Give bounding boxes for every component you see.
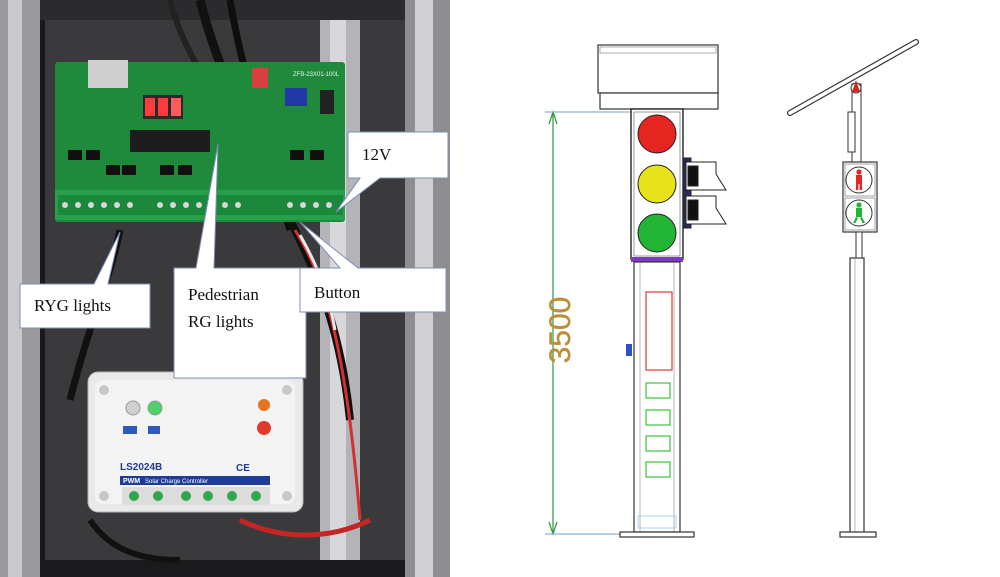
pole-base (619, 531, 695, 538)
callout-pedestrian-line1: Pedestrian (188, 285, 259, 304)
callout-button: Button (299, 221, 447, 313)
main-pole (619, 261, 695, 538)
controller-subtitle: Solar Charge Controller (145, 479, 208, 485)
controller-cabinet-photo: ZFB-23X01-100L LS2024B CE PWM Solar Char… (0, 0, 450, 577)
status-led-green (147, 400, 163, 416)
side-view-pole (787, 39, 919, 538)
callout-button-text: Button (314, 283, 361, 302)
battery-icon (148, 426, 160, 434)
red-light (637, 114, 677, 154)
pole-button (626, 344, 632, 356)
module-chip (88, 60, 128, 88)
board-label: ZFB-23X01-100L (293, 72, 340, 78)
controller-model: LS2024B (120, 462, 162, 473)
controller-terminals (122, 487, 270, 505)
pedestrian-red-figure (856, 169, 862, 190)
capacitor (285, 88, 307, 106)
callout-12v-text: 12V (362, 145, 392, 164)
status-led-orange (258, 399, 270, 411)
controller-brand: PWM (123, 478, 140, 485)
callout-12v: 12V (335, 131, 449, 213)
traffic-light-drawing: 3500 (450, 0, 1000, 577)
side-pedestrian-signal (682, 157, 727, 229)
callout-pedestrian-rg-lights: Pedestrian RG lights (173, 143, 307, 379)
solar-panel-icon (123, 426, 137, 434)
height-dimension-label: 3500 (544, 297, 577, 364)
cabinet-door (645, 291, 673, 371)
led-display (145, 98, 155, 116)
terminal-block (62, 202, 332, 208)
height-dimension (545, 110, 630, 536)
solar-panel-box (597, 44, 719, 110)
vehicle-signal-head (630, 108, 684, 262)
green-light (637, 213, 677, 253)
pedestrian-green-figure (853, 202, 865, 223)
callout-ryg-text: RYG lights (34, 296, 111, 315)
ce-mark: CE (236, 463, 250, 474)
callout-ryg-lights: RYG lights (19, 231, 151, 329)
controller-button (257, 421, 271, 435)
yellow-light (637, 164, 677, 204)
callout-pedestrian-line2: RG lights (188, 312, 254, 331)
